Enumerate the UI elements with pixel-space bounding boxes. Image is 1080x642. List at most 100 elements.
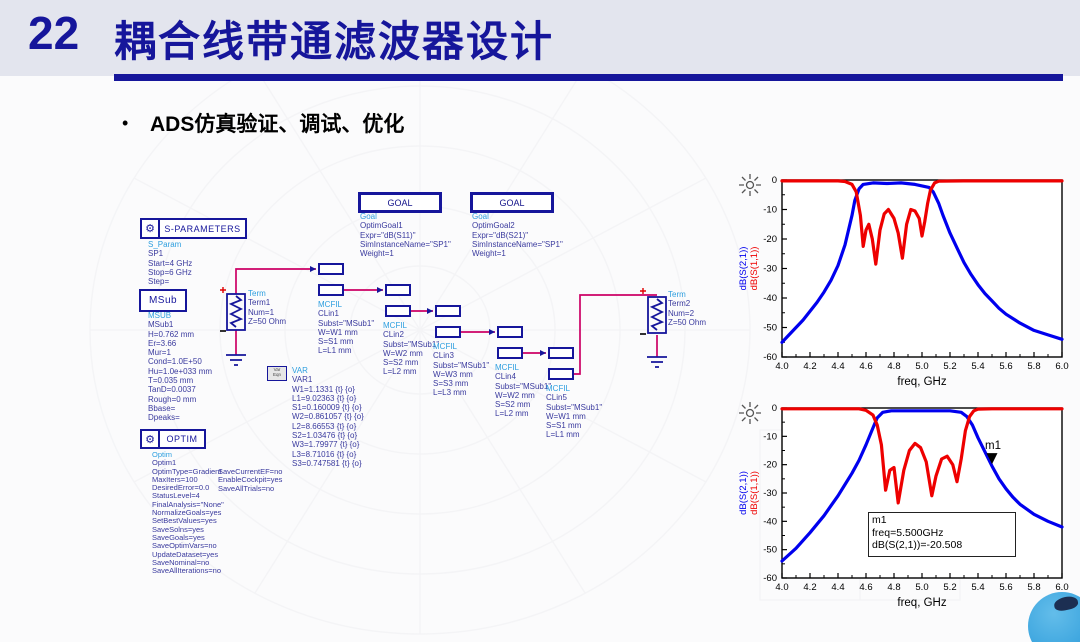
optim-params-line: UpdateDataset=yes: [152, 549, 219, 559]
term2-symbol: [647, 296, 667, 368]
goal2-params-line: Expr="dB(S21)": [472, 230, 529, 240]
marker-info-box-line: m1: [872, 514, 887, 526]
svg-text:-40: -40: [763, 293, 777, 304]
optim-params-line: Optim: [152, 450, 173, 459]
svg-text:4.0: 4.0: [775, 361, 788, 372]
svg-text:-30: -30: [763, 264, 777, 275]
svg-text:5.2: 5.2: [943, 361, 956, 372]
optim-params-line: OptimType=Gradient: [152, 466, 222, 476]
optim-params-line: SetBestValues=yes: [152, 516, 217, 526]
svg-text:0: 0: [772, 403, 777, 414]
svg-text:freq, GHz: freq, GHz: [897, 597, 946, 609]
svg-text:4.8: 4.8: [887, 582, 900, 593]
slide-header: [0, 0, 1080, 76]
optim-params-col2-line: SaveCurrentEF=no: [218, 467, 283, 476]
slide-number: 22: [28, 7, 80, 59]
mcfil-clin3-params-line: CLin3: [433, 351, 454, 361]
gear-icon: ⚙: [142, 220, 160, 237]
svg-text:-10: -10: [763, 431, 777, 442]
term1-polarity: [220, 287, 226, 332]
term1-params-line: Z=50 Ohm: [248, 316, 287, 326]
term1-params-line: Term: [248, 289, 266, 298]
sun-icon: [739, 174, 761, 196]
optim-params-line: Optim1: [152, 458, 177, 468]
svg-text:-50: -50: [763, 323, 777, 334]
svg-text:5.4: 5.4: [971, 582, 984, 593]
optim-params-line: DesiredError=0.0: [152, 483, 210, 493]
msub-params-line: Rough=0 mm: [148, 394, 197, 404]
marker-info-box-line: freq=5.500GHz: [872, 526, 944, 539]
page-title: 耦合线带通滤波器设计: [114, 18, 555, 65]
svg-text:5.0: 5.0: [915, 361, 928, 372]
mcfil-clin2-line-a: [385, 284, 411, 296]
goal1-box: GOAL: [358, 192, 442, 213]
goal2-params-line: Goal: [472, 212, 489, 221]
optim-params-col2-line: SaveAllTrials=no: [218, 483, 275, 493]
mcfil-clin2-params-line: L=L2 mm: [383, 367, 417, 377]
mcfil-clin3-line-a: [435, 305, 461, 317]
optim-params-line: StatusLevel=4: [152, 491, 200, 501]
mcfil-clin3-params-line: W=W3 mm: [433, 369, 473, 379]
mcfil-clin3-params-line: L=L3 mm: [433, 388, 467, 398]
msub-params-line: Hu=1.0e+033 mm: [148, 366, 213, 376]
var-params-line: L2=8.66553 {t} {o}: [292, 421, 357, 431]
sparameters-label: S-PARAMETERS: [164, 223, 241, 234]
mcfil-clin2-params-line: W=W2 mm: [383, 348, 423, 358]
mcfil-clin1-params-line: S=S1 mm: [318, 337, 354, 347]
optim-label: OPTIM: [166, 434, 198, 444]
svg-text:freq, GHz: freq, GHz: [897, 376, 946, 388]
var-params-line: VAR: [292, 366, 308, 375]
svg-text:-40: -40: [763, 516, 777, 527]
svg-text:-20: -20: [763, 234, 777, 245]
mcfil-clin1-params-line: L=L1 mm: [318, 346, 352, 356]
svg-text:6.0: 6.0: [1055, 361, 1068, 372]
goal1-params-line: Weight=1: [360, 249, 394, 259]
mcfil-clin4-params-line: MCFIL: [495, 363, 519, 372]
svg-text:4.6: 4.6: [859, 361, 872, 372]
msub-params-line: Dpeaks=: [148, 413, 180, 423]
optim-params-line: SaveSolns=yes: [152, 524, 204, 534]
sun-icon: [739, 402, 761, 424]
term2-params-line: Term2: [668, 299, 691, 309]
goal1-params-line: OptimGoal1: [360, 221, 403, 231]
mcfil-clin4-params-line: Subst="MSub1": [495, 381, 552, 391]
svg-text:4.4: 4.4: [831, 361, 844, 372]
marker-label: m1: [985, 440, 1001, 452]
wire-arrows: [310, 266, 546, 356]
var-params-line: S3=0.747581 {t} {o}: [292, 458, 362, 468]
mcfil-clin5-params-line: S=S1 mm: [546, 421, 582, 431]
term2-polarity: [640, 288, 646, 335]
optim-params-col2-line: EnableCockpit=yes: [218, 475, 283, 485]
mcfil-clin4-line-b: [497, 347, 523, 359]
svg-text:0: 0: [772, 175, 777, 186]
mcfil-clin4-params-line: L=L2 mm: [495, 409, 529, 419]
msub-params-line: Er=3.66: [148, 338, 177, 348]
msub-params-line: Bbase=: [148, 403, 176, 413]
var-params-line: VAR1: [292, 375, 313, 385]
svg-text:4.2: 4.2: [803, 361, 816, 372]
mcfil-clin1-line-a: [318, 263, 344, 275]
var-params-line: L3=8.71016 {t} {o}: [292, 449, 357, 459]
msub-params-line: H=0.762 mm: [148, 329, 195, 339]
mcfil-clin4-params-line: W=W2 mm: [495, 390, 535, 400]
optim-params-line: SaveGoals=yes: [152, 532, 205, 542]
msub-params-line: TanD=0.0037: [148, 385, 196, 395]
term2-params-line: Term: [668, 290, 686, 299]
svg-text:-30: -30: [763, 488, 777, 499]
optim-params-line: NormalizeGoals=yes: [152, 508, 222, 518]
svg-text:5.8: 5.8: [1027, 361, 1040, 372]
gear-icon: ⚙: [142, 431, 160, 447]
svg-text:4.4: 4.4: [831, 582, 844, 593]
mcfil-clin2-params-line: S=S2 mm: [383, 358, 419, 368]
